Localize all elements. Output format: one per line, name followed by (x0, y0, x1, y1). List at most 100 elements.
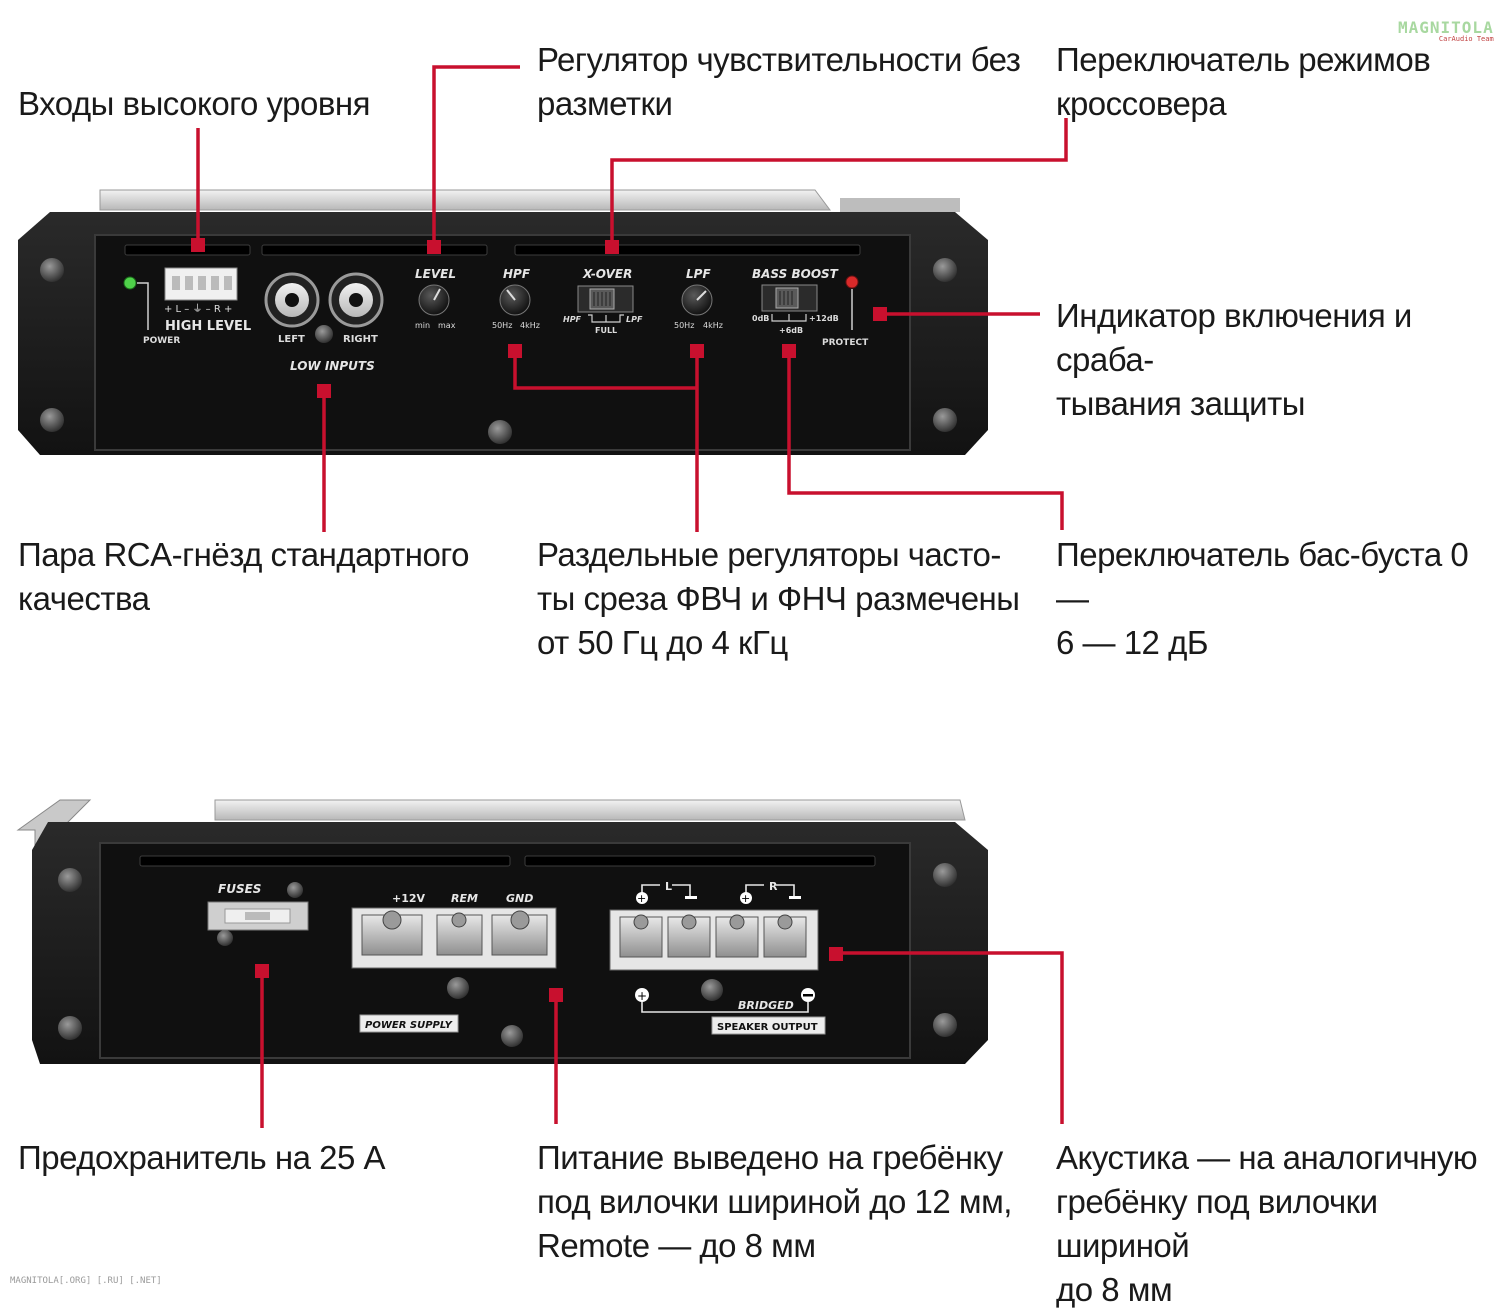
high-level-pins (172, 276, 232, 290)
xover-full-label: FULL (595, 326, 617, 335)
screw-icon (40, 258, 64, 282)
right-label: RIGHT (343, 334, 378, 345)
lpf-label: LPF (686, 267, 711, 281)
left-channel-label: L (665, 880, 672, 893)
power-label: POWER (143, 336, 180, 346)
watermark-logo-sub: CarAudio Team (1438, 35, 1494, 43)
gnd-label: GND (506, 892, 533, 905)
screw-icon (58, 868, 82, 892)
watermark-logo-text: MAGNITOLA (1398, 18, 1494, 37)
caption-power: Питание выведено на гребёнку под вилочки… (537, 1139, 1012, 1264)
low-inputs-label: LOW INPUTS (290, 359, 375, 373)
plus-icon (635, 988, 649, 1002)
level-knob[interactable] (418, 284, 450, 316)
screw-icon (701, 979, 723, 1001)
high-level-pin-legend: + L – ⏚ – R + (164, 303, 232, 315)
callout-markers (191, 238, 887, 1002)
callout-marker (427, 240, 441, 254)
speaker-terminal-block[interactable] (609, 909, 819, 971)
caption-xover-switch: Переключатель режимов кроссовера (1056, 41, 1431, 122)
callout-marker (605, 240, 619, 254)
screw-icon (58, 1016, 82, 1040)
level-label: LEVEL (415, 267, 456, 281)
xover-lpf-label: LPF (626, 315, 643, 324)
callout-line-bass-boost (787, 350, 1064, 530)
bridged-trace (641, 1002, 809, 1013)
xover-label: X-OVER (582, 267, 632, 281)
power-led-icon (123, 276, 137, 290)
callout-line-sensitivity (432, 65, 520, 246)
level-min-label: min (415, 321, 430, 330)
screw-icon (447, 977, 469, 999)
protect-label: PROTECT (822, 338, 869, 348)
hpf-label: HPF (503, 267, 531, 281)
bottom-screws (58, 863, 957, 1047)
watermark-footer: MAGNITOLA[.ORG] [.RU] [.NET] (10, 1276, 162, 1286)
screw-icon (488, 420, 512, 444)
screw-icon (287, 882, 303, 898)
callout-marker (317, 384, 331, 398)
v12-label: +12V (392, 892, 426, 905)
caption-speakers: Акустика — на аналогичную гребёнку под в… (1056, 1139, 1478, 1308)
screw-icon (933, 408, 957, 432)
svg-text:+: + (637, 892, 646, 905)
power-led-trace (137, 282, 149, 330)
caption-bass-boost: Переключатель бас-буста 0 — 6 — 12 дБ (1056, 536, 1469, 661)
rca-left-jack[interactable] (264, 272, 320, 328)
callout-marker (873, 307, 887, 321)
top-amplifier: POWER + L – ⏚ – R + HIGH LEVEL LEFT RIGH… (18, 189, 988, 455)
callout-marker (549, 988, 563, 1002)
callout-line-speakers (836, 951, 1064, 1124)
callout-lines (196, 65, 1068, 1128)
hpf-knob[interactable] (499, 284, 531, 316)
watermark-logo: MAGNITOLA CarAudio Team (1398, 18, 1494, 43)
bass-boost-0-label: 0dB (752, 314, 769, 323)
lpf-knob[interactable] (681, 284, 713, 316)
left-label: LEFT (278, 334, 305, 345)
high-level-label: HIGH LEVEL (165, 319, 251, 334)
speaker-output-box (711, 1016, 826, 1035)
lpf-max-label: 4kHz (703, 321, 723, 330)
hpf-min-label: 50Hz (492, 321, 512, 330)
power-terminal-block[interactable] (351, 907, 557, 969)
bottom-amplifier: FUSES +12V REM GND POWER SUPPLY L R (16, 799, 988, 1064)
power-supply-label: POWER SUPPLY (365, 1020, 454, 1031)
xover-switch[interactable] (577, 285, 634, 313)
plus-sign: + (637, 989, 647, 1003)
top-chassis-lid-right (840, 198, 960, 212)
caption-high-inputs: Входы высокого уровня (18, 85, 370, 122)
bass-boost-label: BASS BOOST (752, 267, 839, 281)
callout-line-cutoff (513, 350, 699, 532)
bass-boost-switch[interactable] (761, 284, 818, 312)
screw-icon (501, 1025, 523, 1047)
rem-label: REM (451, 892, 478, 905)
level-max-label: max (438, 321, 456, 330)
callout-line-xover (610, 118, 1068, 246)
callout-marker (690, 344, 704, 358)
bottom-chassis-lid (214, 799, 966, 821)
callout-marker (782, 344, 796, 358)
caption-sensitivity: Регулятор чувствительности без разметки (537, 41, 1021, 122)
callout-marker (829, 947, 843, 961)
callout-marker (508, 344, 522, 358)
rca-right-jack[interactable] (328, 272, 384, 328)
bridged-label: BRIDGED (738, 999, 794, 1012)
hpf-max-label: 4kHz (520, 321, 540, 330)
top-chassis-lid (99, 189, 831, 211)
screw-icon (933, 258, 957, 282)
right-channel-label: R (769, 880, 778, 893)
bottom-vent-slots (139, 855, 876, 867)
fuses-label: FUSES (218, 882, 261, 896)
caption-rca: Пара RCA-гнёзд стандартного качества (18, 536, 469, 617)
lpf-min-label: 50Hz (674, 321, 694, 330)
protect-led-icon (845, 275, 859, 289)
screw-icon (933, 863, 957, 887)
caption-fuse: Предохранитель на 25 А (18, 1139, 386, 1176)
svg-text:+: + (741, 892, 750, 905)
screw-icon (40, 408, 64, 432)
speaker-output-label: SPEAKER OUTPUT (717, 1022, 818, 1033)
bass-boost-12-label: +12dB (809, 314, 839, 323)
bass-boost-6-label: +6dB (779, 326, 803, 335)
fuse-holder[interactable] (207, 901, 309, 931)
